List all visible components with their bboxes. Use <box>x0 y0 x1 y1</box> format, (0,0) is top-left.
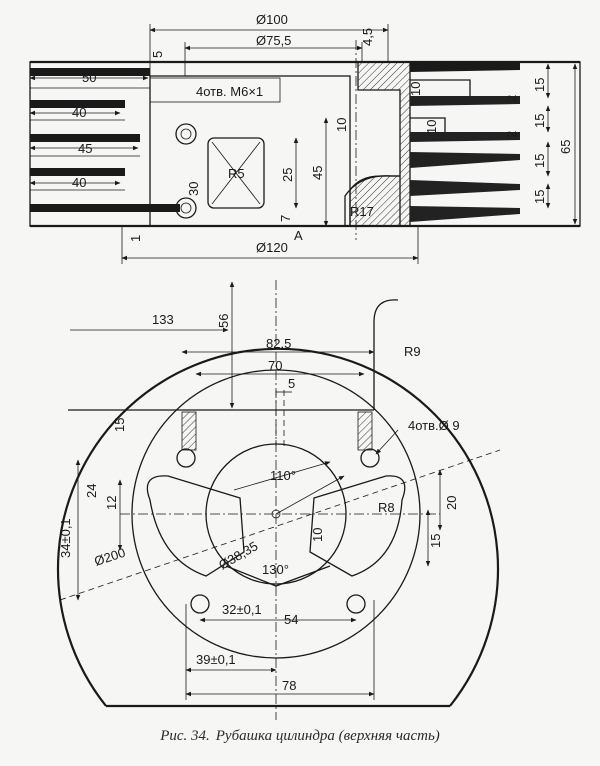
dim-7: 7 <box>278 215 293 222</box>
dim-12: 12 <box>104 496 119 510</box>
dim-78: 78 <box>282 678 296 693</box>
dim-133: 133 <box>152 312 174 327</box>
dim-25: 25 <box>280 168 295 182</box>
bolt-hole-tl <box>176 448 196 468</box>
dim-15b: 15 <box>532 114 547 128</box>
port-left <box>146 475 245 577</box>
dim-82-5: 82,5 <box>266 336 291 351</box>
dim-2b: 2 <box>504 131 519 138</box>
dim-50: 50 <box>82 70 96 85</box>
dim-10b: 10 <box>424 120 439 134</box>
dim-15-top: 15 <box>112 418 127 432</box>
bolt-hole-bl <box>190 594 210 614</box>
center-boss <box>149 75 351 227</box>
dim-2a: 2 <box>504 95 519 102</box>
dim-r5: R5 <box>228 166 245 181</box>
dim-5-slot: 5 <box>288 376 295 391</box>
caption-prefix: Рис. 34. <box>160 728 210 744</box>
dim-45v: 45 <box>310 166 325 180</box>
dim-15d: 15 <box>532 190 547 204</box>
dim-r17: R17 <box>350 204 374 219</box>
dim-45: 45 <box>78 141 92 156</box>
dim-10v: 10 <box>334 118 349 132</box>
bolt-hole-tr <box>360 448 380 468</box>
dim-10a: 10 <box>408 82 423 96</box>
dim-40a: 40 <box>72 105 86 120</box>
hatched-wall <box>349 61 411 227</box>
left-fins <box>30 68 180 212</box>
dim-d38: Ø38,35 <box>216 538 260 572</box>
dim-65: 65 <box>558 140 573 154</box>
dim-15-right: 15 <box>428 534 443 548</box>
dim-39: 39±0,1 <box>196 652 236 667</box>
dim-d100: Ø100 <box>256 12 288 27</box>
dim-32: 32±0,1 <box>222 602 262 617</box>
bolt-hole-br <box>346 594 366 614</box>
dim-24: 24 <box>84 484 99 498</box>
dim-4-5: 4,5 <box>360 28 375 46</box>
figure-caption: Рис. 34. Рубашка цилиндра (верхняя часть) <box>0 728 600 745</box>
dim-1: 1 <box>128 235 143 242</box>
dim-d120: Ø120 <box>256 240 288 255</box>
side-view: Ø100 Ø75,5 4,5 5 50 40 45 40 4отв. М6×1 … <box>29 12 581 264</box>
dim-20: 20 <box>444 496 459 510</box>
dim-5: 5 <box>150 51 165 58</box>
dim-56: 56 <box>216 314 231 328</box>
center-pocket <box>207 137 265 209</box>
angle-110: 110° <box>270 468 296 483</box>
dim-d200: Ø200 <box>92 545 127 569</box>
section-mark: A <box>294 228 303 243</box>
r17-fillet <box>344 175 401 226</box>
r9-notch <box>373 299 399 410</box>
side-view-outline <box>29 61 581 227</box>
dim-r9: R9 <box>404 344 421 359</box>
dim-d75-5: Ø75,5 <box>256 33 291 48</box>
dim-40b: 40 <box>72 175 86 190</box>
right-fins <box>410 62 520 222</box>
dim-15a: 15 <box>532 78 547 92</box>
dim-70: 70 <box>268 358 282 373</box>
angle-130: 130° <box>262 562 289 577</box>
bolt-hole-bottom <box>175 197 197 219</box>
technical-drawing: Ø100 Ø75,5 4,5 5 50 40 45 40 4отв. М6×1 … <box>29 12 581 720</box>
dim-30: 30 <box>186 182 201 196</box>
bolt-hole-top <box>175 123 197 145</box>
caption-text: Рубашка цилиндра (верхняя часть) <box>215 728 440 744</box>
dim-10: 10 <box>310 528 325 542</box>
dim-r8: R8 <box>378 500 395 515</box>
plan-view: 133 56 82,5 70 5 R9 15 4отв.Ø 9 110° 24 … <box>56 280 501 720</box>
dim-54: 54 <box>284 612 298 627</box>
outer-circle <box>56 347 500 707</box>
thread-label: 4отв. М6×1 <box>196 84 263 99</box>
holes-label: 4отв.Ø 9 <box>408 418 460 433</box>
thread-boss <box>149 77 281 103</box>
dim-15c: 15 <box>532 154 547 168</box>
dim-34: 34±0,1 <box>58 518 73 558</box>
port-right <box>309 475 406 577</box>
diagonal-d200 <box>59 449 501 601</box>
